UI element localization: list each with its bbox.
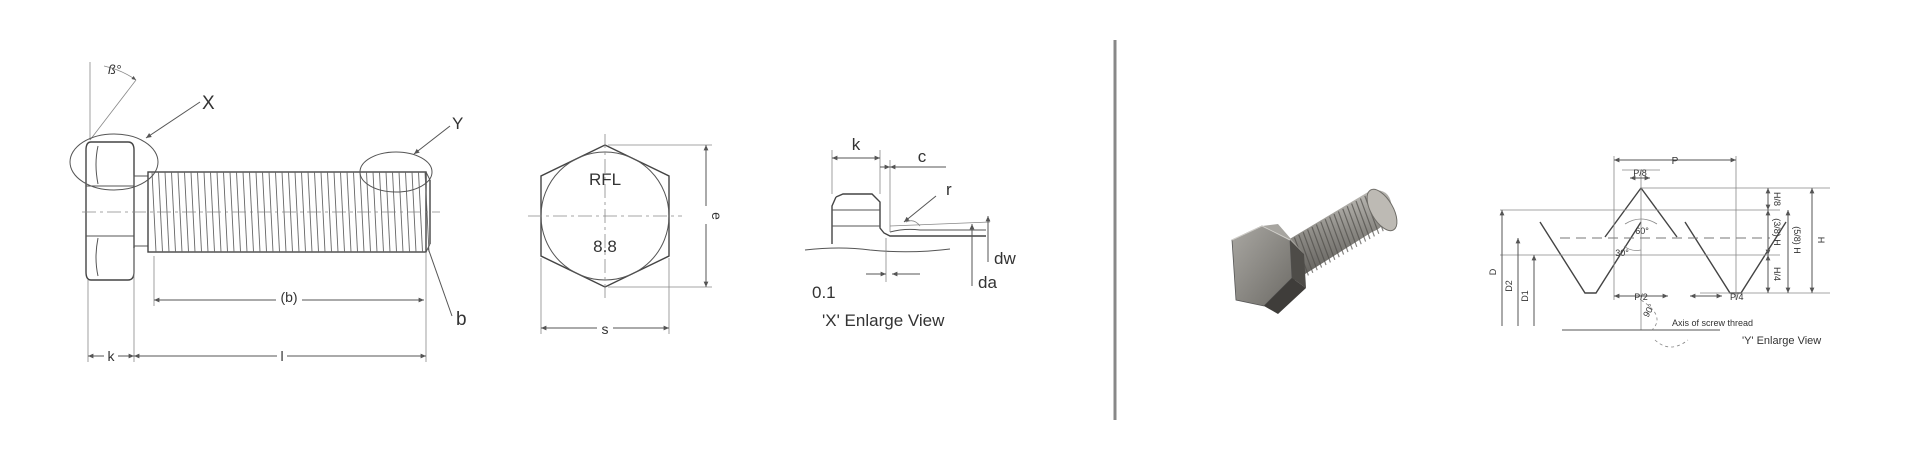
thread-length-label: (b) [280, 289, 297, 305]
pitch-diameter-d2-label: D2 [1504, 280, 1514, 292]
x-view-c-label: c [918, 147, 927, 166]
bolt-head-side [85, 141, 149, 281]
bolt-3d-illustration [1231, 188, 1398, 314]
three-eighths-h-label: (3/8) H [1772, 218, 1782, 246]
x-view-k-label: k [852, 135, 861, 154]
b-leader-line [427, 247, 453, 317]
angle-60-label: 60° [1635, 226, 1649, 236]
y-detail-label: Y [452, 114, 463, 133]
pitch-p-label: P [1672, 156, 1679, 167]
hex-head-top-view: RFL 8.8 e s [528, 134, 725, 337]
x-detail-label: X [202, 93, 215, 114]
x-view-tolerance-label: 0.1 [812, 283, 836, 302]
h-label: H [1816, 237, 1826, 244]
head-marking-manufacturer: RFL [589, 170, 621, 189]
bolt-side-view: ß° X Y (b) b k l [69, 62, 467, 364]
across-corners-e-label: e [709, 212, 725, 220]
b-label: b [456, 309, 467, 330]
pitch-p2-label: P/2 [1634, 292, 1648, 302]
beta-label: ß° [108, 62, 121, 77]
angle-30-label: 30° [1615, 248, 1629, 258]
beta-angle-dimension: ß° [89, 62, 137, 141]
major-diameter-d-label: D [1488, 268, 1498, 275]
x-view-dw-label: dw [994, 249, 1016, 268]
bolt-length-l-label: l [280, 348, 283, 364]
length-dimensions: k l [87, 248, 427, 364]
x-view-r-label: r [946, 180, 952, 199]
head-marking-grade: 8.8 [593, 237, 617, 256]
x-view-caption: 'X' Enlarge View [822, 311, 945, 330]
h8-label: H/8 [1772, 192, 1782, 206]
pitch-p8-label: P/8 [1633, 168, 1647, 178]
y-enlarge-thread-profile: P P/8 60° 30° P/2 P/4 H/8 (3/8) H (5/8) … [1488, 156, 1830, 348]
five-eighths-h-label: (5/8) H [1792, 226, 1802, 254]
x-view-da-label: da [978, 273, 997, 292]
across-flats-s-label: s [602, 321, 609, 337]
y-view-caption: 'Y' Enlarge View [1742, 335, 1821, 347]
h4-label: H/4 [1772, 267, 1782, 281]
axis-of-screw-thread-label: Axis of screw thread [1672, 318, 1753, 328]
thread-length-dimension: (b) [153, 256, 424, 306]
y-detail-circle [359, 151, 433, 193]
pitch-p4-label: P/4 [1730, 292, 1744, 302]
minor-diameter-d1-label: D1 [1520, 290, 1530, 302]
head-height-k-label: k [108, 348, 116, 364]
angle-90-label: 90° [1641, 302, 1657, 319]
x-enlarge-view: k c r dw da 0.1 'X' Enlarge View [804, 135, 1016, 330]
x-detail-circle [69, 133, 159, 191]
